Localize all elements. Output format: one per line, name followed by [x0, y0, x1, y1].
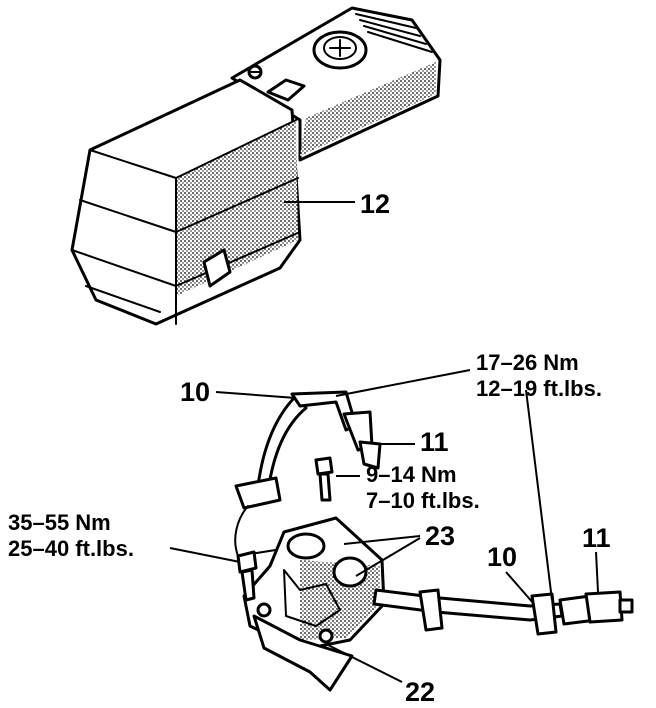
starter-assembly-illustration — [234, 390, 634, 692]
torque-cable-nut-imperial: 12–19 ft.lbs. — [476, 376, 602, 401]
torque-cable-nut-metric: 17–26 Nm — [476, 350, 579, 375]
torque-terminal-bolt-imperial: 7–10 ft.lbs. — [366, 488, 480, 513]
torque-mount-bolt-metric: 35–55 Nm — [8, 510, 111, 535]
callout-10-right: 10 — [487, 542, 517, 572]
callout-23: 23 — [425, 521, 455, 551]
leader-lines — [169, 201, 599, 683]
callout-11-right: 11 — [582, 523, 611, 553]
callout-11-top: 11 — [420, 427, 449, 457]
torque-terminal-bolt-metric: 9–14 Nm — [366, 462, 457, 487]
cover-illustration — [70, 6, 442, 326]
callout-10-left: 10 — [180, 377, 210, 407]
callout-22: 22 — [405, 677, 435, 707]
callout-12: 12 — [360, 189, 390, 219]
torque-mount-bolt-imperial: 25–40 ft.lbs. — [8, 536, 134, 561]
